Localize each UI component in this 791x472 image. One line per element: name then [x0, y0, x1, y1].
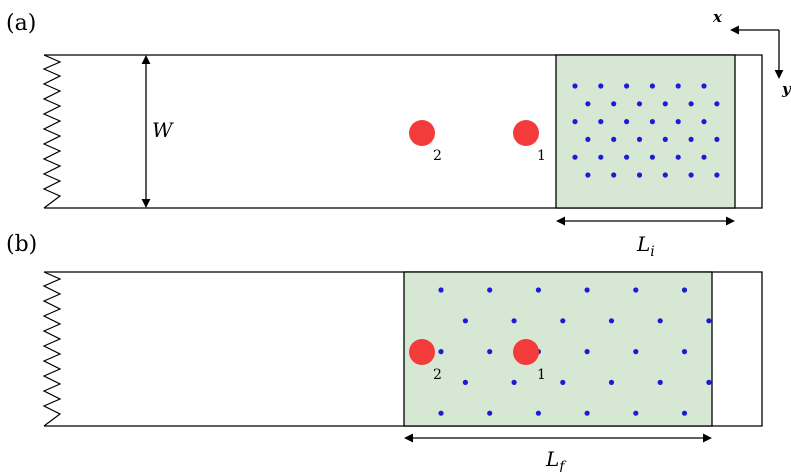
panel-a-lattice-dot	[675, 119, 681, 125]
panel-b-lattice-dot	[608, 318, 615, 324]
panel-b: (b) Lf 2 1	[6, 232, 763, 472]
panel-b-particle-2-label: 2	[433, 367, 442, 383]
panel-a-particle-2-label: 2	[433, 148, 442, 164]
panel-a-lattice-dot	[662, 136, 668, 142]
panel-a-lattice-dot	[701, 119, 707, 125]
panel-b-lattice-dot	[487, 349, 493, 355]
panel-b-lattice-dot	[560, 318, 566, 324]
x-axis-label: x	[712, 8, 723, 26]
panel-b-lattice-dot	[706, 318, 712, 324]
panel-a-particle-1	[513, 120, 539, 146]
panel-b-lattice-dot	[681, 410, 688, 416]
panel-b-particle-1-label: 1	[537, 367, 546, 383]
panel-a-lattice-dot	[701, 83, 707, 89]
panel-a-lattice-dot	[688, 136, 694, 142]
panel-b-lattice-dot	[438, 287, 444, 293]
panel-b-lattice-dot	[462, 318, 468, 324]
coordinate-axes: x y	[712, 8, 791, 98]
panel-b-region	[403, 271, 713, 427]
panel-a-lattice-dot	[714, 136, 720, 142]
panel-a-lattice-dot	[611, 172, 617, 178]
panel-a-lattice-dot	[598, 83, 604, 89]
panel-a-particle-1-label: 1	[537, 148, 546, 164]
panel-b-lattice-dot	[438, 349, 444, 355]
panel-b-lattice-dot	[584, 349, 590, 355]
panel-b-lattice-dot	[681, 287, 688, 293]
panel-a-lattice-dot	[688, 172, 694, 178]
panel-b-lattice-dot	[438, 410, 444, 416]
panel-b-lattice-dot	[633, 287, 639, 293]
panel-b-lattice-dot	[681, 349, 688, 355]
panel-a-dot-lattice	[572, 83, 720, 178]
panel-b-lattice-dot	[608, 379, 615, 385]
panel-a-break-zigzag	[42, 54, 62, 209]
panel-a-lattice-dot	[714, 172, 720, 178]
panel-a-lattice-dot	[624, 119, 630, 125]
panel-a-lattice-dot	[611, 136, 617, 142]
panel-a-lattice-dot	[649, 154, 656, 160]
panel-b-dot-lattice	[438, 287, 712, 416]
panel-b-length-label: Lf	[545, 447, 567, 472]
panel-a-lattice-dot	[636, 172, 643, 178]
panel-a-lattice-dot	[649, 83, 656, 89]
panel-b-lattice-dot	[511, 379, 517, 385]
y-axis-label: y	[781, 80, 791, 98]
panel-b-lattice-dot	[511, 318, 517, 324]
panel-a: (a) W Li 2 1	[6, 11, 763, 260]
panel-b-particle-1	[513, 339, 539, 365]
panel-a-lattice-dot	[585, 172, 591, 178]
panel-a-channel	[44, 54, 763, 209]
panel-b-particle-2	[409, 339, 435, 365]
panel-a-lattice-dot	[701, 154, 707, 160]
panel-a-length-label: Li	[636, 232, 655, 260]
panel-b-lattice-dot	[706, 379, 712, 385]
panel-b-lattice-dot	[633, 410, 639, 416]
panel-b-lattice-dot	[657, 379, 663, 385]
panel-a-lattice-dot	[662, 101, 668, 107]
panel-a-lattice-dot	[611, 101, 617, 107]
panel-a-lattice-dot	[636, 136, 643, 142]
panel-a-lattice-dot	[636, 101, 643, 107]
panel-a-width-label: W	[152, 118, 174, 142]
panel-b-lattice-dot	[657, 318, 663, 324]
panel-a-lattice-dot	[675, 83, 681, 89]
panel-a-lattice-dot	[624, 83, 630, 89]
panel-b-lattice-dot	[535, 287, 542, 293]
panel-b-lattice-dot	[633, 349, 639, 355]
panel-b-channel	[44, 271, 763, 427]
panel-b-label: (b)	[6, 232, 37, 257]
panel-a-lattice-dot	[688, 101, 694, 107]
panel-a-lattice-dot	[714, 101, 720, 107]
panel-a-lattice-dot	[624, 154, 630, 160]
panel-a-lattice-dot	[598, 119, 604, 125]
panel-b-lattice-dot	[584, 410, 590, 416]
panel-b-lattice-dot	[584, 287, 590, 293]
panel-a-particle-2	[409, 120, 435, 146]
panel-a-lattice-dot	[649, 119, 656, 125]
panel-a-region	[555, 54, 736, 209]
panel-b-break-zigzag	[42, 271, 62, 427]
panel-b-lattice-dot	[560, 379, 566, 385]
panel-b-lattice-dot	[462, 379, 468, 385]
panel-a-label: (a)	[6, 11, 36, 36]
panel-b-lattice-dot	[535, 410, 542, 416]
panel-a-lattice-dot	[662, 172, 668, 178]
panel-a-lattice-dot	[572, 83, 578, 89]
panel-a-lattice-dot	[572, 154, 578, 160]
panel-a-lattice-dot	[585, 136, 591, 142]
panel-a-lattice-dot	[572, 119, 578, 125]
panel-a-lattice-dot	[585, 101, 591, 107]
panel-b-lattice-dot	[487, 287, 493, 293]
panel-a-lattice-dot	[598, 154, 604, 160]
panel-b-lattice-dot	[487, 410, 493, 416]
panel-a-lattice-dot	[675, 154, 681, 160]
